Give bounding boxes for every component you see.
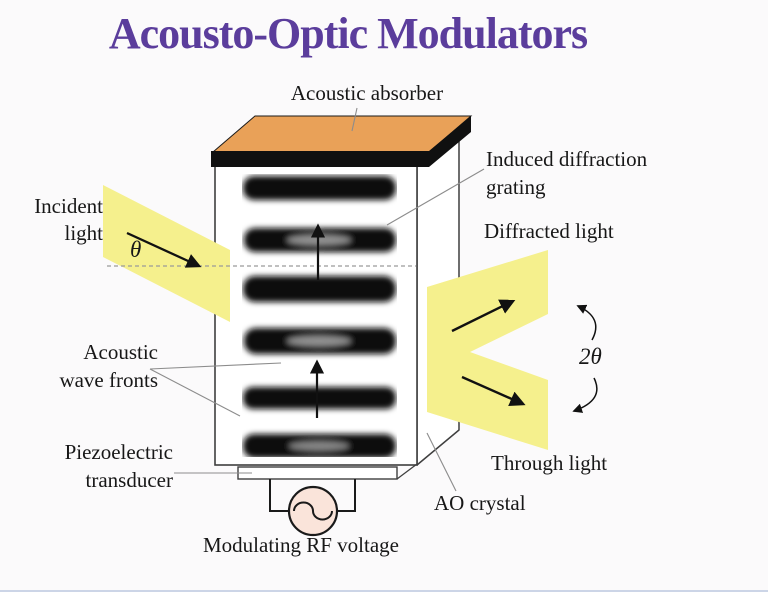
label-acoustic-absorber: Acoustic absorber xyxy=(290,81,444,105)
pointer-wave-fronts-1 xyxy=(149,362,282,370)
acoustic-absorber-front-edge xyxy=(211,151,429,167)
angle-arc-upper xyxy=(576,304,597,341)
label-theta: θ xyxy=(130,237,142,262)
incident-light-beam xyxy=(103,185,230,322)
acoustic-absorber-side-edge xyxy=(429,116,471,167)
label-incident-light: Incident light xyxy=(34,194,103,245)
rf-wire-left xyxy=(269,479,289,512)
slide-title: Acousto-Optic Modulators xyxy=(108,9,588,58)
label-diffracted-light: Diffracted light xyxy=(484,219,614,243)
bottom-margin xyxy=(0,592,768,598)
through-light-arrow xyxy=(461,375,526,406)
ao-crystal-front-face xyxy=(214,162,418,466)
label-piezoelectric-transducer: Piezoelectric transducer xyxy=(64,440,173,492)
incident-light-arrow xyxy=(126,231,202,268)
label-rf-voltage: Modulating RF voltage xyxy=(203,533,399,557)
angle-arc-lower xyxy=(572,377,598,413)
bottom-divider xyxy=(0,590,768,592)
pointer-induced-grating xyxy=(386,168,485,226)
diffracted-light-arrow xyxy=(451,299,516,333)
acoustic-wave-bands xyxy=(243,176,396,457)
label-ao-crystal: AO crystal xyxy=(434,491,526,515)
sine-wave-icon xyxy=(293,501,333,521)
label-induced-grating: Induced diffraction grating xyxy=(486,147,648,199)
piezoelectric-transducer-shape xyxy=(237,466,398,480)
pointer-ao-crystal xyxy=(426,432,457,492)
label-through-light: Through light xyxy=(491,451,608,475)
pointer-wave-fronts-2 xyxy=(149,368,241,417)
label-acoustic-wave-fronts: Acoustic wave fronts xyxy=(59,340,158,392)
pointer-acoustic-absorber xyxy=(351,107,358,132)
label-two-theta: 2θ xyxy=(579,344,602,369)
transducer-chamfer-edge xyxy=(396,463,418,480)
rf-wire-right xyxy=(337,479,356,512)
acoustic-absorber-top xyxy=(211,115,473,153)
